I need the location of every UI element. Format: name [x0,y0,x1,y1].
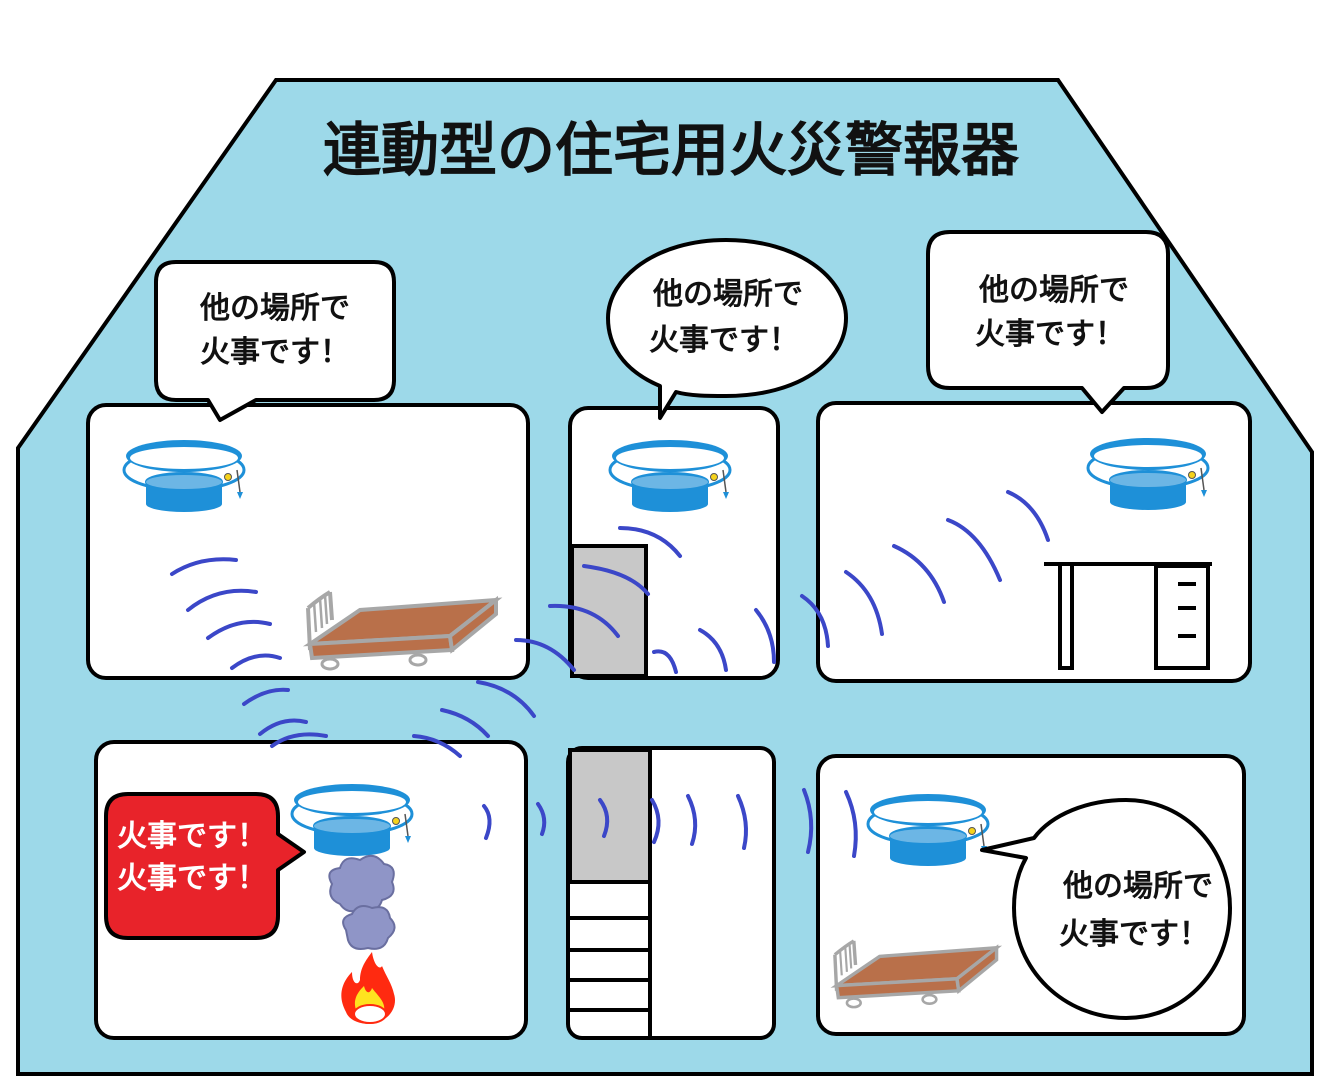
bubble-line-1: 他の場所で [978,273,1129,308]
page-title: 連動型の住宅用火災警報器 [323,116,1020,184]
bubble-line-2: 火事です！ [200,335,350,370]
speech-bubble-top-right: 他の場所で 火事です！ [926,230,1170,414]
alarm-line-1: 火事です！ [117,819,267,854]
bubble-line-2: 火事です！ [1059,917,1209,952]
smoke-icon [328,854,396,950]
alarm-bubble-bottom-left: 火事です！ 火事です！ [104,792,306,940]
bubble-line-1: 他の場所で [1062,869,1213,904]
bubble-line-1: 他の場所で [652,277,803,312]
bubble-line-2: 火事です！ [649,323,799,358]
bubble-line-1: 他の場所で [199,291,350,326]
speech-bubble-bottom-right: 他の場所で 火事です！ [980,798,1232,1020]
stairs-icon [568,748,652,1036]
fire-icon [341,952,395,1024]
alarm-line-2: 火事です！ [117,861,267,896]
bubble-line-2: 火事です！ [975,317,1125,352]
signal-wave-icon [170,490,1050,858]
speech-bubble-top-middle: 他の場所で 火事です！ [606,238,848,420]
speech-bubble-top-left: 他の場所で 火事です！ [154,260,396,422]
desk-icon [1044,562,1212,670]
